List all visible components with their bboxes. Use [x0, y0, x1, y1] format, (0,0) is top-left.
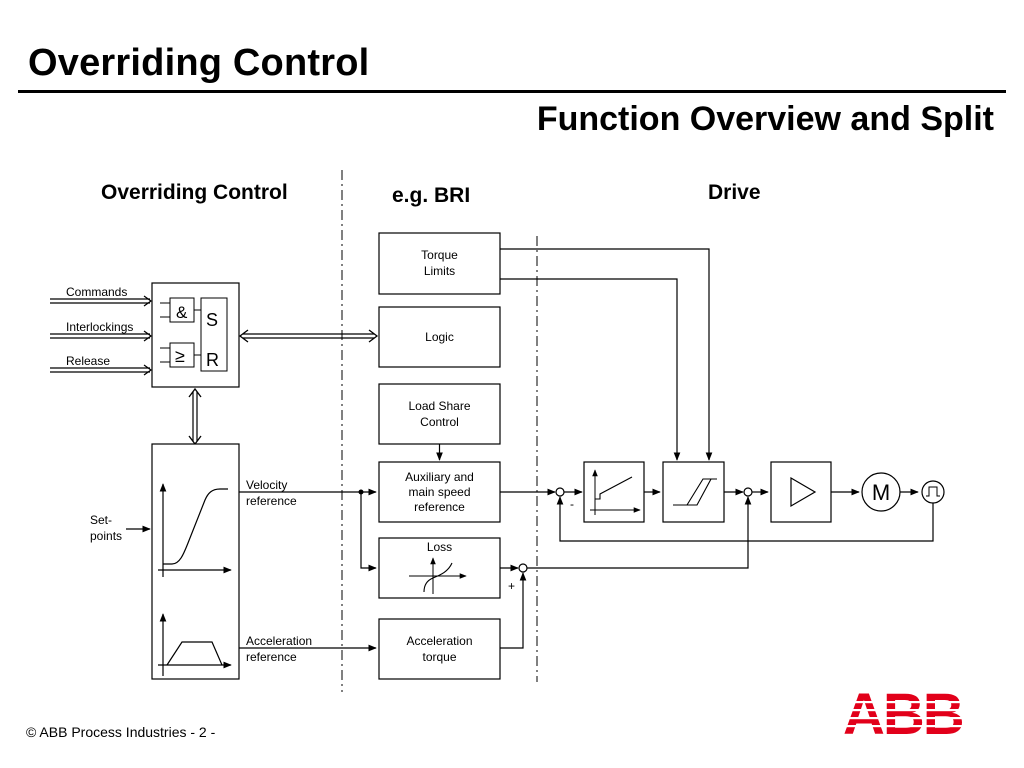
- loss-label: Loss: [427, 540, 452, 554]
- label-interlockings: Interlockings: [66, 320, 133, 334]
- amplifier-block: [770, 461, 832, 523]
- torque-limiter-block: [662, 461, 725, 523]
- input-commands-line: [50, 298, 150, 304]
- aux-label-1: Auxiliary and: [405, 470, 474, 484]
- aux-label-3: reference: [414, 500, 465, 514]
- amplifier-triangle-icon: [790, 476, 817, 508]
- velocity-to-loss-line: [360, 492, 377, 572]
- label-velocity-1: Velocity: [246, 478, 287, 492]
- velocity-ramp-graph: [158, 483, 232, 577]
- load-share-label-2: Control: [420, 415, 459, 429]
- label-accel-1: Acceleration: [246, 634, 312, 648]
- accel-torque-to-junction-line: [500, 572, 527, 649]
- section-drive-heading: Drive: [708, 181, 761, 204]
- label-release: Release: [66, 354, 110, 368]
- speed-controller-block: [583, 461, 645, 523]
- section-overriding-heading: Overriding Control: [101, 181, 288, 204]
- input-release-line: [50, 367, 150, 373]
- and-gate: [169, 297, 195, 323]
- feedforward-to-torque-junction-line: [527, 496, 752, 569]
- loss-curve-graph: [409, 557, 467, 594]
- torque-limits-block: [378, 232, 501, 295]
- title-underline: [18, 90, 1006, 93]
- flipflop-logic-link: [243, 333, 374, 339]
- torque-limit-upper-line: [500, 248, 713, 461]
- sr-latch: [200, 297, 228, 372]
- acceleration-profile-graph: [158, 613, 232, 676]
- torque-limits-label-2: Limits: [424, 264, 455, 278]
- feedforward-sign: +: [508, 579, 515, 593]
- motor-label: M: [872, 480, 890, 505]
- speed-summing-junction: [555, 487, 565, 497]
- torque-feedforward-junction: [518, 563, 528, 573]
- input-interlockings-line: [50, 333, 150, 339]
- torque-limit-lower-line: [500, 278, 681, 461]
- footer-copyright: © ABB Process Industries - 2 -: [26, 724, 216, 740]
- reset-label: R: [206, 350, 219, 370]
- accel-torque-block: [378, 618, 501, 680]
- logic-label: Logic: [425, 330, 454, 344]
- load-share-label-1: Load Share: [408, 399, 470, 413]
- encoder-icon: [921, 480, 945, 504]
- set-label: S: [206, 310, 218, 330]
- abb-logo-text: ABB: [843, 682, 963, 747]
- accel-torque-label-2: torque: [422, 650, 456, 664]
- page-title: Overriding Control: [28, 42, 370, 84]
- speed-feedback-line: [556, 496, 934, 542]
- aux-label-2: main speed: [408, 485, 470, 499]
- limiter-hysteresis-graph: [673, 478, 717, 506]
- speed-feedback-sign: -: [570, 497, 574, 511]
- or-gate: [169, 342, 195, 368]
- or-symbol: ≥: [175, 346, 185, 366]
- logic-block: [378, 306, 501, 368]
- label-setpoints-2: points: [90, 529, 122, 543]
- load-share-block: [378, 383, 501, 445]
- accel-torque-label-1: Acceleration: [406, 634, 472, 648]
- torque-summing-junction: [743, 487, 753, 497]
- label-accel-2: reference: [246, 650, 297, 664]
- pi-controller-graph: [590, 469, 641, 515]
- torque-limits-label-1: Torque: [421, 248, 458, 262]
- label-setpoints-1: Set-: [90, 513, 112, 527]
- section-bri-heading: e.g. BRI: [392, 184, 471, 207]
- label-commands: Commands: [66, 285, 127, 299]
- flipflop-ramp-link: [192, 392, 198, 441]
- page-subtitle: Function Overview and Split: [536, 100, 994, 138]
- abb-logo: ABB: [843, 682, 975, 747]
- and-symbol: &: [176, 303, 188, 322]
- label-velocity-2: reference: [246, 494, 297, 508]
- ramp-block: [151, 443, 240, 680]
